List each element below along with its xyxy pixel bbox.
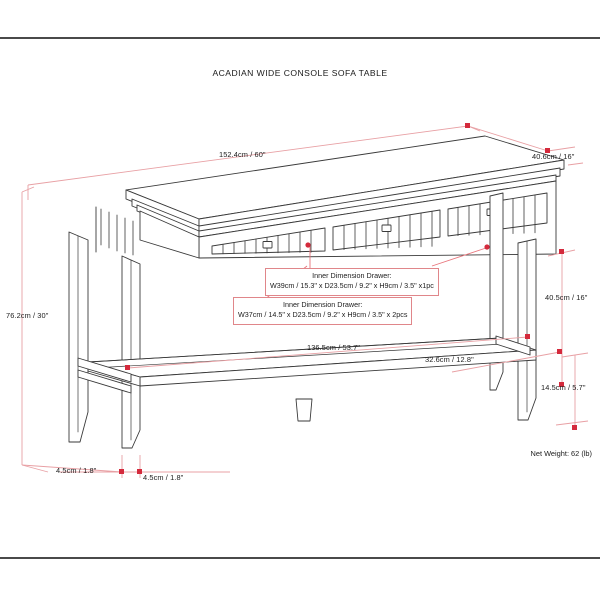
drawer-2-slats: [343, 210, 433, 250]
label-overall-height: 76.2cm / 30": [6, 311, 49, 320]
label-top-width: 152.4cm / 60": [219, 150, 266, 159]
callout-drawer-single: Inner Dimension Drawer: W39cm / 15.3" x …: [265, 268, 439, 296]
drawer-1-knob: [262, 241, 273, 249]
label-shelf-depth: 32.6cm / 12.8": [425, 355, 474, 364]
marker-shelf-right: [525, 334, 530, 339]
page-title: ACADIAN WIDE CONSOLE SOFA TABLE: [212, 68, 388, 78]
shelf-inner-line: [93, 343, 504, 369]
marker-shelf-depth: [557, 349, 562, 354]
callout-2-spec: W37cm / 14.5" x D23.5cm / 9.2" x H9cm / …: [238, 310, 408, 320]
callout-1-title: Inner Dimension Drawer:: [312, 271, 392, 280]
marker-shelf-left: [125, 365, 130, 370]
shelf-stretcher-right: [495, 335, 531, 356]
leader-drawer-3: [431, 247, 487, 267]
frame-bottom-rule: [0, 557, 600, 559]
drawer-3-frame: [447, 192, 548, 237]
leg-rear-left: [68, 231, 89, 443]
shelf-stretcher-left: [77, 357, 132, 383]
dimline-top-width: [27, 125, 469, 186]
marker-right-bottom: [559, 382, 564, 387]
label-top-depth: 40.6cm / 16": [532, 152, 575, 161]
marker-leg-right: [137, 469, 142, 474]
label-side-height: 40.5cm / 16": [545, 293, 588, 302]
dimline-top-depth-ext: [547, 146, 576, 152]
dimension-lines: [21, 125, 589, 478]
drawer-2-frame: [332, 209, 441, 251]
drawer-2-knob: [381, 224, 392, 232]
dimline-shelf-depth: [451, 351, 561, 373]
dimline-right-tick-2: [561, 352, 589, 358]
label-leg-right: 4.5cm / 1.8": [143, 473, 184, 482]
dimline-left-height-tick-bottom: [21, 464, 49, 473]
dimline-top-depth: [467, 125, 549, 152]
label-shelf-clearance: 14.5cm / 5.7": [541, 383, 586, 392]
drawer-bank-left-side: [139, 210, 200, 259]
shelf-stretcher-left-2: [77, 369, 132, 394]
dimline-shelf-width: [127, 336, 529, 369]
dimline-right-tick-3: [555, 420, 589, 426]
net-weight-label: Net Weight: 62 (lb): [530, 449, 592, 458]
leg-rear-center-stub: [295, 398, 313, 422]
drawer-1-frame: [211, 227, 326, 255]
label-leg-left: 4.5cm / 1.8": [56, 466, 97, 475]
dimline-left-to-leg: [21, 464, 123, 473]
marker-leg-left: [119, 469, 124, 474]
dimline-depth-tick: [567, 162, 584, 166]
marker-right-top: [559, 249, 564, 254]
marker-right-clearance: [572, 425, 577, 430]
console-table-drawing: [68, 135, 565, 449]
marker-depth: [545, 148, 550, 153]
label-shelf-width: 136.5cm / 53.7": [307, 343, 361, 352]
frame-top-rule: [0, 37, 600, 39]
shelf-rear-rail: [87, 337, 501, 363]
callout-drawer-pair: Inner Dimension Drawer: W37cm / 14.5" x …: [233, 297, 413, 325]
marker-top-right: [465, 123, 470, 128]
callout-dot-drawer-1: [305, 242, 311, 248]
callout-2-title: Inner Dimension Drawer:: [282, 300, 363, 309]
dimline-left-height-tick-top: [21, 186, 35, 193]
callout-1-spec: W39cm / 15.3" x D23.5cm / 9.2" x H9cm / …: [270, 281, 434, 291]
drawer-1-slats: [222, 230, 312, 255]
callout-dot-drawer-3: [484, 244, 490, 250]
dimension-markers: [119, 123, 577, 474]
rear-left-slats: [100, 208, 134, 256]
